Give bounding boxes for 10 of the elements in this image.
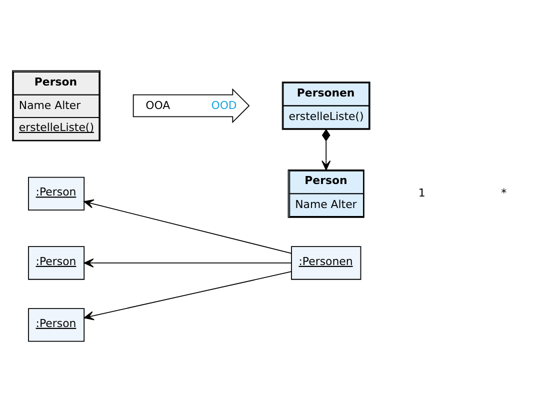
arrow xyxy=(84,270,292,320)
node-box: :Person xyxy=(28,176,85,210)
node-box: :Personen xyxy=(291,246,362,280)
label: 1 xyxy=(418,186,426,200)
label: * xyxy=(501,186,507,200)
arrow xyxy=(322,128,331,170)
node-box: :Person xyxy=(28,308,85,342)
arrow xyxy=(84,198,292,254)
node-box: :Person xyxy=(28,246,85,280)
arrow xyxy=(84,258,292,268)
